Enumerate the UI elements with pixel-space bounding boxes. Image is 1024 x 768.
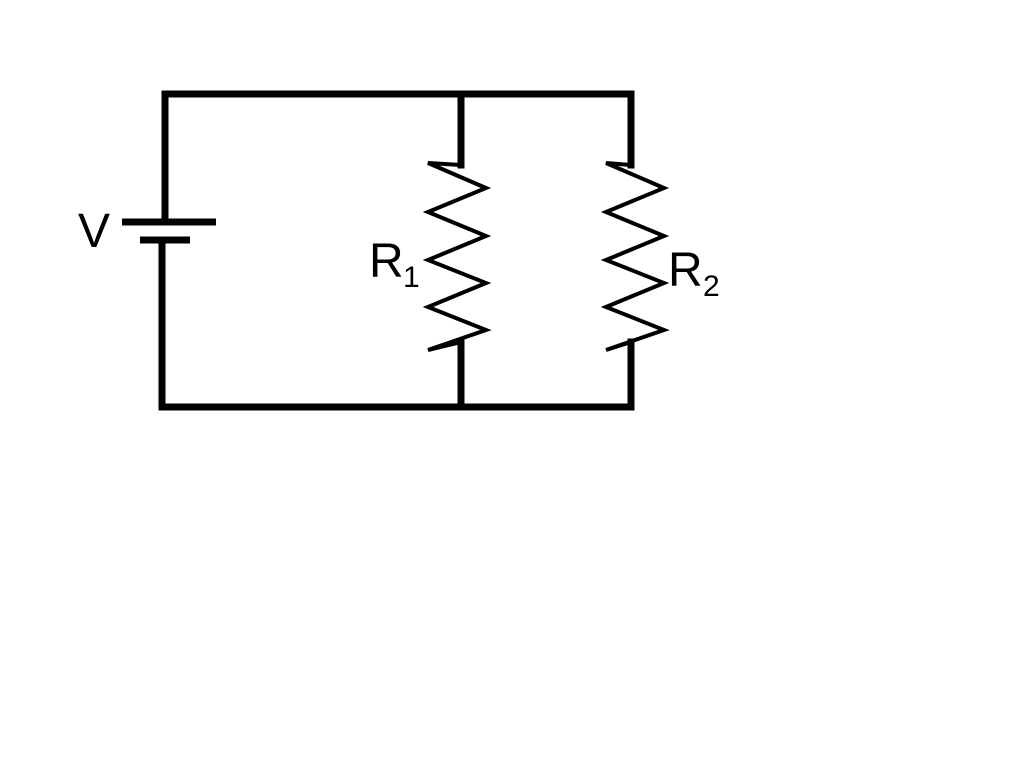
resistor-r1-label: R: [369, 235, 404, 288]
resistor-r2-zigzag: [600, 161, 670, 352]
resistor-r1-subscript: 1: [403, 261, 420, 294]
resistor-r2-label: R: [668, 244, 703, 297]
resistor-r2-subscript: 2: [703, 270, 720, 303]
battery-label: V: [78, 205, 110, 258]
resistor-r1-zigzag: [422, 161, 492, 352]
